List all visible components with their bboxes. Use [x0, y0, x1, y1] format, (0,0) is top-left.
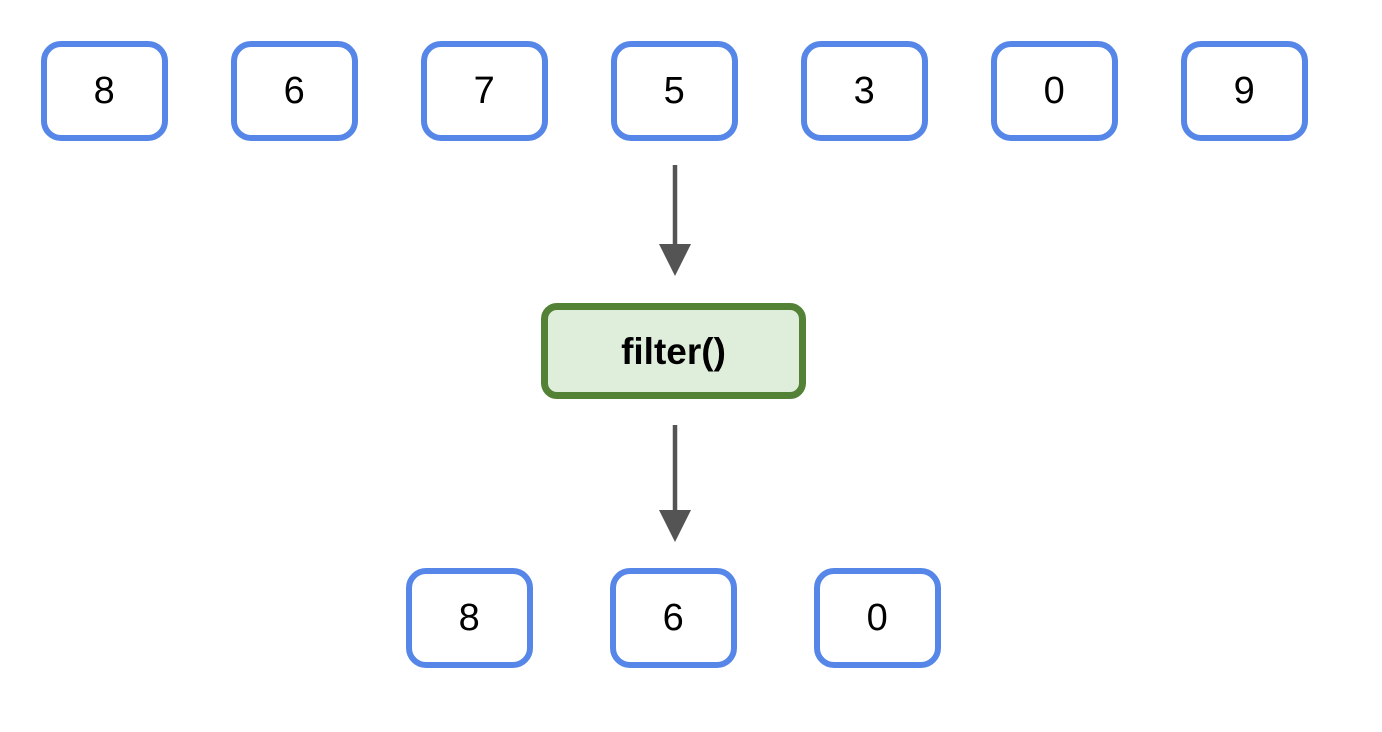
input-value-label: 5 — [663, 70, 686, 112]
output-value-box[interactable]: 8 — [406, 568, 533, 668]
output-value-label: 0 — [866, 597, 889, 639]
arrow-filter-to-output-icon — [659, 425, 691, 542]
input-value-label: 9 — [1233, 70, 1256, 112]
input-value-label: 0 — [1043, 70, 1066, 112]
input-value-box[interactable]: 5 — [611, 41, 738, 141]
input-value-box[interactable]: 8 — [41, 41, 168, 141]
input-value-label: 7 — [473, 70, 496, 112]
output-value-box[interactable]: 0 — [814, 568, 941, 668]
output-value-box[interactable]: 6 — [610, 568, 737, 668]
input-value-box[interactable]: 6 — [231, 41, 358, 141]
input-value-label: 6 — [283, 70, 306, 112]
filter-operation-label: filter() — [621, 330, 726, 372]
input-value-label: 8 — [93, 70, 116, 112]
input-value-box[interactable]: 3 — [801, 41, 928, 141]
input-value-box[interactable]: 0 — [991, 41, 1118, 141]
input-value-box[interactable]: 9 — [1181, 41, 1308, 141]
output-value-label: 6 — [662, 597, 685, 639]
input-value-label: 3 — [853, 70, 876, 112]
arrow-input-to-filter-icon — [659, 165, 691, 276]
input-value-box[interactable]: 7 — [421, 41, 548, 141]
filter-operation-box[interactable]: filter() — [541, 303, 806, 399]
output-value-label: 8 — [458, 597, 481, 639]
